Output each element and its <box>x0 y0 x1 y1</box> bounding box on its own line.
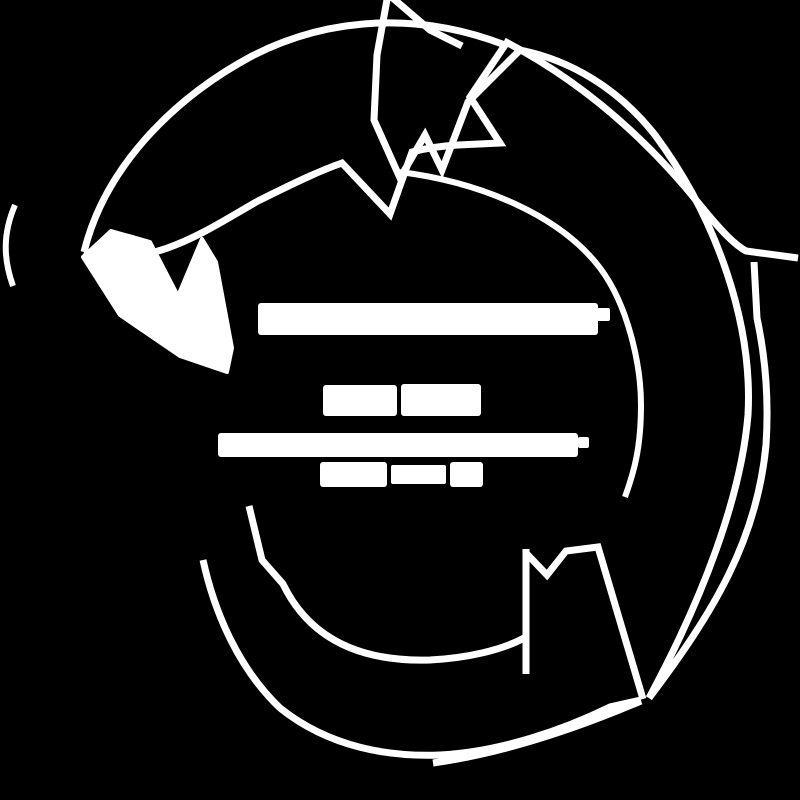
bottom-arrow-lower-edge <box>432 697 643 767</box>
center-text-bar-4a <box>320 462 387 487</box>
center-text-bar-2a <box>323 385 397 416</box>
white-shapes <box>81 229 610 487</box>
left-edge-arc <box>2 203 18 288</box>
center-text-bar-4c <box>450 462 483 487</box>
disc-arc <box>399 169 645 499</box>
bottom-arrow-inner-edge <box>245 505 526 664</box>
top-arrow-white-head <box>81 229 234 374</box>
right-arrow-outer-edge <box>502 37 799 262</box>
center-text-bar-4b <box>391 465 446 484</box>
right-arrow-fill <box>374 0 798 698</box>
bottom-arrow-fill <box>168 372 641 758</box>
right-arrow-head-outline <box>370 0 523 186</box>
arrow-fills <box>84 0 798 758</box>
center-text-bar-1-nub <box>596 308 610 321</box>
bottom-arrow-head-zigzag <box>523 543 647 700</box>
center-text-bar-2b <box>401 384 481 416</box>
right-arrow-edge-jog <box>646 261 771 701</box>
top-arrow-inner-edge <box>83 43 508 261</box>
center-text-bar-3-nub <box>578 437 589 448</box>
right-arrow-inner-edge <box>519 46 752 700</box>
center-text-bar-1 <box>258 303 598 335</box>
center-text-bar-3 <box>218 433 578 457</box>
arrow-outlines <box>2 0 799 767</box>
